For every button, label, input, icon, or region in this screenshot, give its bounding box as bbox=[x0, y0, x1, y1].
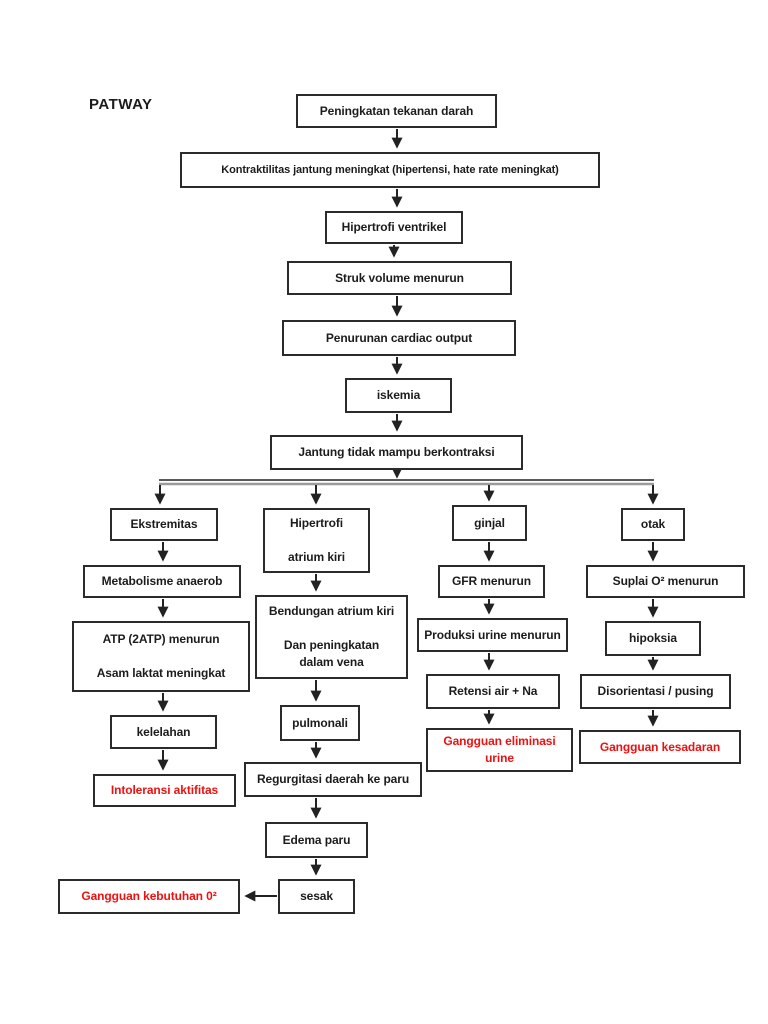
node-gangguan-eliminasi-urine: Gangguan eliminasi urine bbox=[426, 728, 573, 772]
node-label: Regurgitasi daerah ke paru bbox=[256, 772, 410, 786]
node-iskemia: iskemia bbox=[345, 378, 452, 413]
node-otak: otak bbox=[621, 508, 685, 541]
node-kelelahan: kelelahan bbox=[110, 715, 217, 749]
node-label: Penurunan cardiac output bbox=[325, 330, 473, 345]
node-label: hipoksia bbox=[629, 631, 677, 645]
node-ginjal: ginjal bbox=[452, 505, 527, 541]
node-hipertrofi-atrium-kiri: Hipertrofi atrium kiri bbox=[263, 508, 370, 573]
node-label: ginjal bbox=[474, 515, 505, 530]
node-label: sesak bbox=[300, 889, 333, 903]
node-edema-paru: Edema paru bbox=[265, 822, 368, 858]
node-sesak: sesak bbox=[278, 879, 355, 914]
node-hipertrofi-ventrikel: Hipertrofi ventrikel bbox=[325, 211, 463, 244]
node-gangguan-kesadaran: Gangguan kesadaran bbox=[579, 730, 741, 764]
node-label: Produksi urine menurun bbox=[424, 627, 561, 642]
node-label: Suplai O² menurun bbox=[612, 574, 719, 588]
node-label: Struk volume menurun bbox=[335, 270, 464, 285]
node-ekstremitas: Ekstremitas bbox=[110, 508, 218, 541]
node-label: Edema paru bbox=[282, 832, 351, 847]
node-label: Hipertrofi ventrikel bbox=[341, 220, 447, 234]
node-struk-volume-menurun: Struk volume menurun bbox=[287, 261, 512, 295]
node-label: Ekstremitas bbox=[130, 517, 198, 531]
node-bendungan-atrium-kiri: Bendungan atrium kiri Dan peningkatan da… bbox=[255, 595, 408, 679]
node-pulmonali: pulmonali bbox=[280, 705, 360, 741]
node-label: kelelahan bbox=[136, 724, 191, 739]
node-regurgitasi-daerah-ke-paru: Regurgitasi daerah ke paru bbox=[244, 762, 422, 797]
node-suplai-o2-menurun: Suplai O² menurun bbox=[586, 565, 745, 598]
node-label: Intoleransi aktifitas bbox=[110, 783, 219, 797]
node-label: otak bbox=[640, 517, 666, 531]
node-intoleransi-aktifitas: Intoleransi aktifitas bbox=[93, 774, 236, 807]
node-label: Retensi air + Na bbox=[448, 684, 538, 698]
node-label: Gangguan eliminasi urine bbox=[443, 734, 556, 765]
node-label: Peningkatan tekanan darah bbox=[319, 103, 474, 118]
node-label: Kontraktilitas jantung meningkat (hipert… bbox=[221, 163, 559, 176]
node-penurunan-cardiac-output: Penurunan cardiac output bbox=[282, 320, 516, 356]
node-label: Gangguan kebutuhan 0² bbox=[81, 889, 217, 903]
node-label: iskemia bbox=[376, 388, 421, 402]
node-jantung-tidak-mampu-berkontraksi: Jantung tidak mampu berkontraksi bbox=[270, 435, 523, 470]
node-label: Jantung tidak mampu berkontraksi bbox=[298, 445, 495, 459]
node-gfr-menurun: GFR menurun bbox=[438, 565, 545, 598]
node-atp-menurun-asam-laktat: ATP (2ATP) menurun Asam laktat meningkat bbox=[72, 621, 250, 692]
node-gangguan-kebutuhan-o2: Gangguan kebutuhan 0² bbox=[58, 879, 240, 914]
node-peningkatan-tekanan-darah: Peningkatan tekanan darah bbox=[296, 94, 497, 128]
node-hipoksia: hipoksia bbox=[605, 621, 701, 656]
node-label: Gangguan kesadaran bbox=[599, 739, 721, 754]
node-label: GFR menurun bbox=[452, 574, 531, 588]
node-label: Hipertrofi atrium kiri bbox=[288, 516, 345, 564]
node-label: ATP (2ATP) menurun Asam laktat meningkat bbox=[96, 632, 226, 680]
branch-connector bbox=[154, 479, 659, 505]
node-disorientasi-pusing: Disorientasi / pusing bbox=[580, 674, 731, 709]
node-label: Bendungan atrium kiri Dan peningkatan da… bbox=[268, 604, 395, 669]
page-title: PATWAY bbox=[89, 96, 153, 113]
node-produksi-urine-menurun: Produksi urine menurun bbox=[417, 618, 568, 652]
node-label: Disorientasi / pusing bbox=[597, 684, 714, 698]
node-kontraktilitas-jantung: Kontraktilitas jantung meningkat (hipert… bbox=[180, 152, 600, 188]
node-label: pulmonali bbox=[292, 715, 348, 730]
node-metabolisme-anaerob: Metabolisme anaerob bbox=[83, 565, 241, 598]
node-label: Metabolisme anaerob bbox=[101, 574, 223, 588]
node-retensi-air-na: Retensi air + Na bbox=[426, 674, 560, 709]
